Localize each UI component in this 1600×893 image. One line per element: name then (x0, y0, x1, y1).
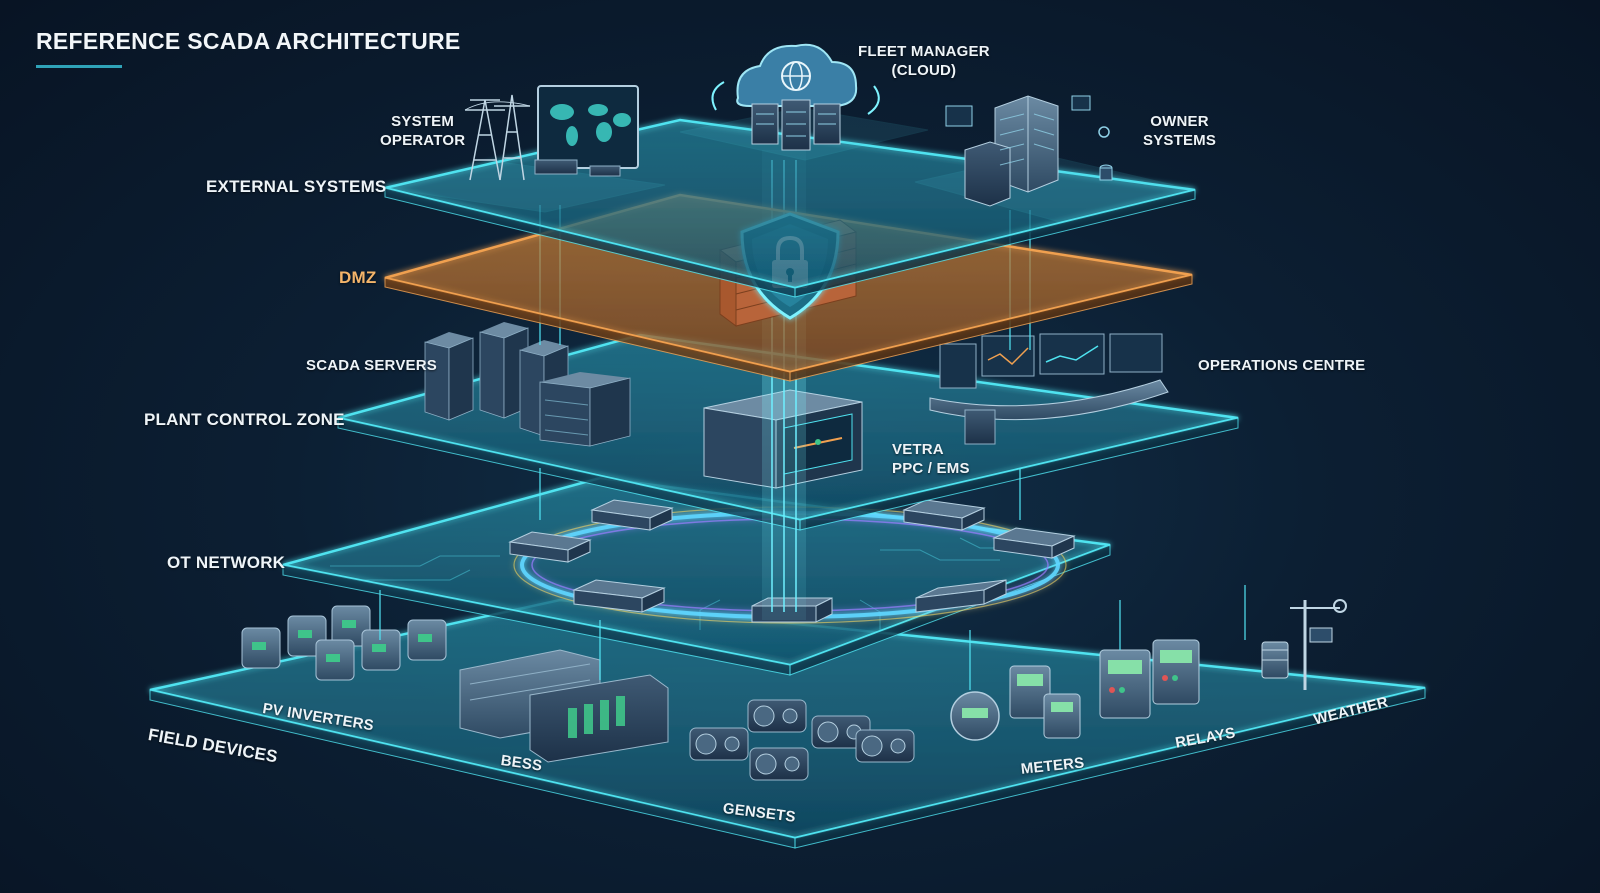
title-underline (36, 65, 122, 68)
label-owner-systems-line2: SYSTEMS (1143, 132, 1217, 149)
relay-icon (1099, 639, 1200, 719)
label-owner-systems-line1: OWNER (1150, 113, 1209, 130)
transmission-tower-icon (464, 94, 531, 181)
generator-icon (689, 699, 915, 781)
label-operations-centre: OPERATIONS CENTRE (1198, 357, 1366, 374)
label-owner-systems: OWNER SYSTEMS (1143, 112, 1216, 150)
layer-label-dmz: DMZ (339, 268, 377, 287)
label-fleet-manager-line1: FLEET MANAGER (858, 43, 990, 60)
inverter-icon (241, 605, 447, 681)
server-rack-icon (424, 322, 631, 447)
label-system-operator-line2: OPERATOR (380, 132, 466, 149)
label-system-operator: SYSTEM OPERATOR (380, 112, 465, 150)
network-switch-icon (508, 499, 1076, 623)
world-map-monitor-icon (534, 85, 639, 177)
label-vetra-ppc-ems: VETRA PPC / EMS (892, 440, 970, 478)
weather-station-icon (1261, 599, 1347, 690)
control-desk-icon (929, 333, 1169, 445)
cloud-server-icon (711, 43, 880, 151)
layer-label-plant-control-zone: PLANT CONTROL ZONE (144, 410, 345, 429)
battery-container-icon (459, 649, 669, 763)
label-vetra-line2: PPC / EMS (892, 460, 970, 477)
layer-label-ot-network: OT NETWORK (167, 553, 286, 572)
label-scada-servers: SCADA SERVERS (306, 357, 437, 374)
label-fleet-manager-line2: (CLOUD) (891, 62, 957, 79)
city-buildings-icon (945, 95, 1113, 207)
label-system-operator-line1: SYSTEM (391, 113, 455, 130)
layer-label-external-systems: EXTERNAL SYSTEMS (206, 177, 387, 196)
page-title: REFERENCE SCADA ARCHITECTURE (36, 28, 461, 54)
meter-icon (950, 665, 1081, 741)
label-vetra-line1: VETRA (892, 441, 944, 458)
label-fleet-manager: FLEET MANAGER (CLOUD) (858, 42, 990, 80)
